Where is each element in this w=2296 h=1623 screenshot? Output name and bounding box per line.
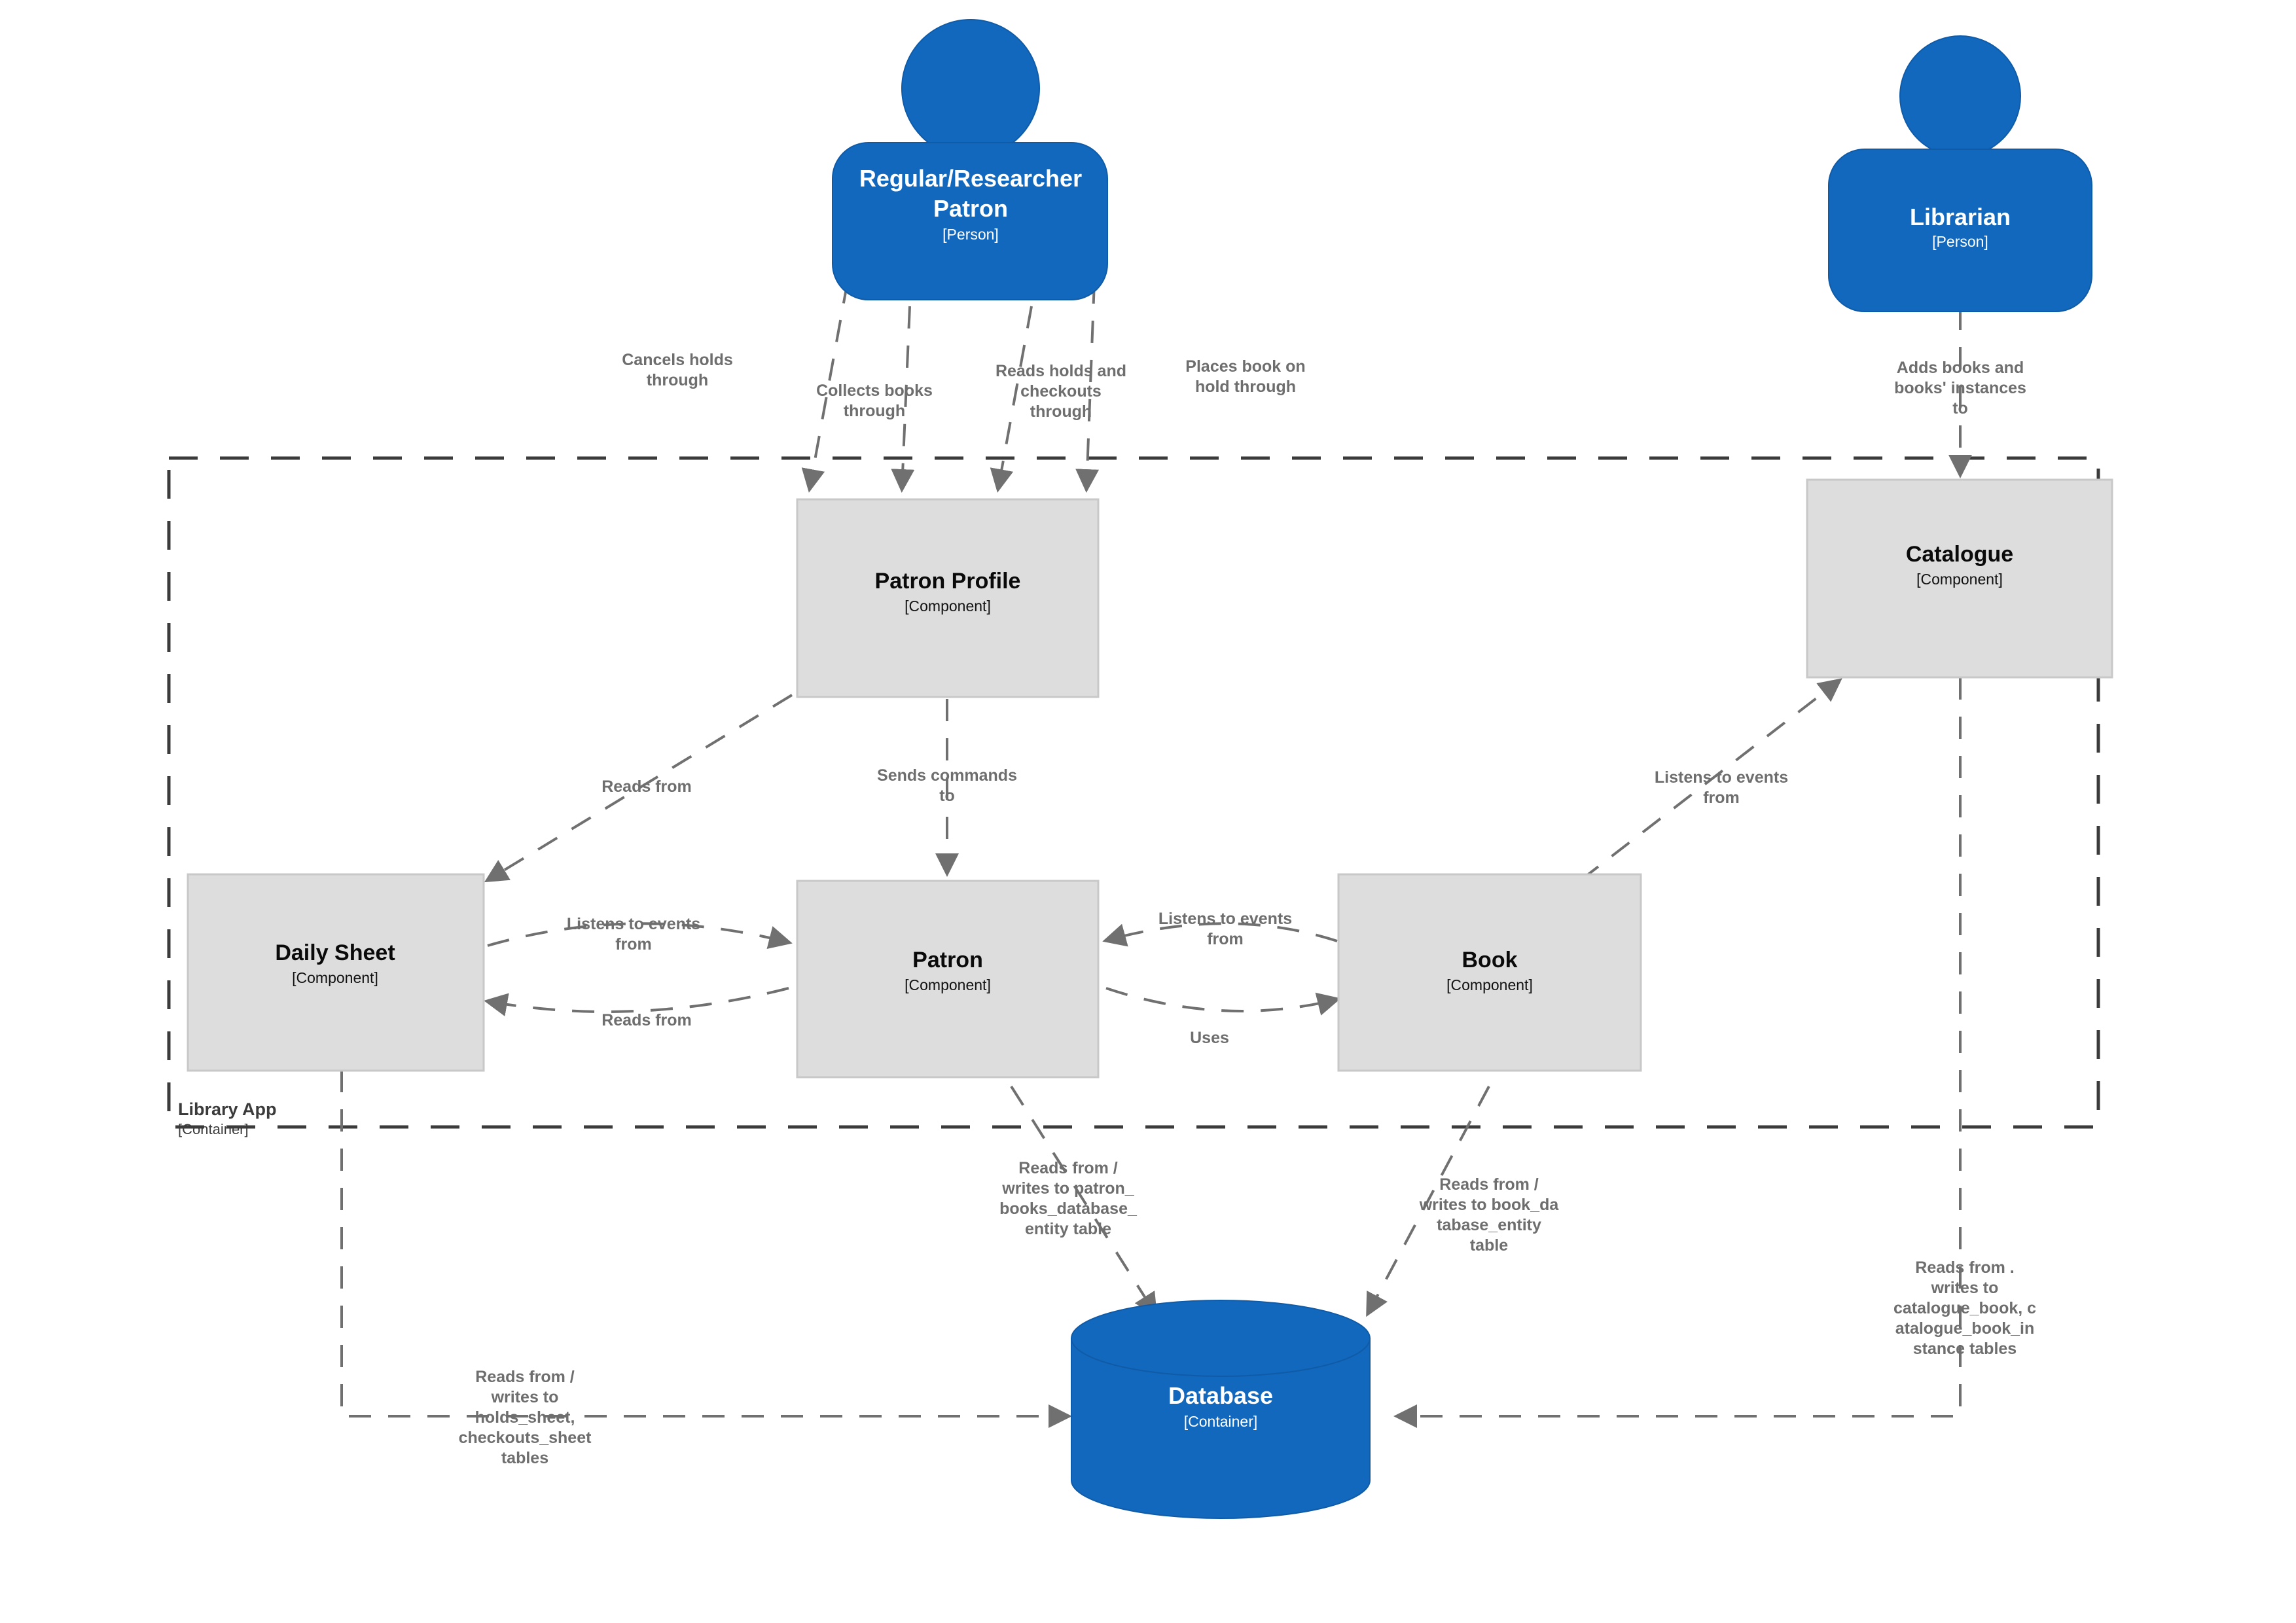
edge-label-line-1: writes to [491,1388,559,1406]
edge-label-line-0: Reads from / [1018,1159,1117,1177]
edge-patron-reads-from-daily-sheet: Reads from [484,987,789,1029]
edge-label-line-3: table [1470,1236,1508,1255]
person-regular-researcher-patron[interactable]: Regular/Researcher Patron [Person] [832,19,1108,300]
edge-label-line-0: Uses [1190,1029,1229,1047]
person-body-icon [1828,149,2092,312]
edge-label-line-2: holds_sheet, [475,1408,575,1427]
person-head-icon [901,19,1040,158]
edge-book-listens-to-events-from-patron: Listens to events from [1102,910,1338,948]
edge-patron-uses-book: Uses [1105,987,1341,1047]
boundary-title: Library App [178,1099,277,1119]
edge-label-line-1: from [615,935,652,954]
edge-label-line-0: Reads holds and [996,362,1126,380]
person-librarian[interactable]: Librarian [Person] [1828,35,2092,312]
person-head-icon [1899,35,2021,157]
edge-reads-holds-and-checkouts-through: Reads holds and checkouts through [990,306,1126,493]
component-patron-profile[interactable]: Patron Profile [Component] [796,498,1100,698]
edge-label-line-1: through [647,371,708,389]
component-title: Patron [912,948,983,972]
edge-patron-reads-writes-patron-books-database-entity: Reads from / writes to patron_ books_dat… [999,1085,1158,1317]
edge-label-line-2: tabase_entity [1437,1216,1541,1234]
edge-label-line-1: from [1207,930,1244,948]
person-title-line-1: Regular/Researcher [859,165,1082,192]
edge-label-line-3: entity table [1025,1220,1111,1238]
edge-collects-books-through: Collects books through [816,306,933,493]
edge-label-line-0: Listens to events [1158,910,1292,928]
person-body-icon [832,142,1108,300]
edge-label-line-0: Reads from . [1915,1258,2014,1277]
component-title: Catalogue [1906,542,2013,567]
component-catalogue[interactable]: Catalogue [Component] [1806,478,2113,679]
person-subtitle: [Person] [1932,233,1988,250]
component-subtitle: [Component] [905,976,991,993]
cylinder-top-icon [1071,1300,1371,1377]
database-title: Database [1168,1382,1273,1409]
edge-cancels-holds-through: Cancels holds through [622,281,849,493]
edge-label-line-2: through [1030,402,1092,421]
edge-label-line-0: Reads from [601,777,692,796]
edge-label-line-0: Adds books and [1897,359,2024,377]
edge-label-line-4: tables [501,1449,548,1467]
edge-label-line-1: writes to book_da [1419,1196,1560,1214]
edge-label-line-2: catalogue_book, c [1893,1299,2036,1317]
edge-label-line-3: checkouts_sheet [459,1429,592,1447]
edge-label-line-1: writes to [1931,1279,1999,1297]
edge-label-line-1: through [844,402,905,420]
edge-profile-reads-from-daily-sheet: Reads from [484,694,793,883]
person-title: Librarian [1910,204,2011,230]
component-daily-sheet[interactable]: Daily Sheet [Component] [187,873,485,1072]
edge-label-line-1: from [1703,789,1740,807]
edge-book-listens-to-events-from-catalogue: Listens to events from [1579,678,1842,882]
cylinder-body-icon [1071,1338,1371,1519]
edge-daily-sheet-reads-writes-holds-checkouts: Reads from / writes to holds_sheet, chec… [340,1070,1072,1467]
component-subtitle: [Component] [905,597,991,615]
edge-label-line-3: atalogue_book_in [1895,1319,2035,1338]
component-subtitle: [Component] [1916,571,2003,588]
edge-label-line-1: writes to patron_ [1001,1179,1135,1198]
edge-label-line-0: Places book on [1185,357,1305,376]
edge-label-line-0: Listens to events [567,915,700,933]
person-title-line-2: Patron [933,195,1008,222]
edge-label-line-0: Reads from / [1439,1175,1538,1194]
component-title: Book [1462,948,1518,972]
component-subtitle: [Component] [292,969,378,986]
edge-label-line-1: hold through [1195,378,1296,396]
component-subtitle: [Component] [1446,976,1533,993]
edge-label-line-0: Listens to events [1655,768,1788,787]
person-subtitle: [Person] [942,226,999,243]
edge-adds-books-and-instances-to: Adds books and books' instances to [1894,308,2026,478]
boundary-subtitle: [Container] [178,1121,249,1137]
container-database[interactable]: Database [Container] [1071,1300,1371,1519]
edge-daily-sheet-listens-to-events-from-patron: Listens to events from [487,915,793,954]
edge-label-line-1: books' instances [1894,379,2026,397]
component-book[interactable]: Book [Component] [1337,873,1642,1072]
edge-label-line-0: Collects books [816,382,933,400]
edge-label-line-0: Reads from / [475,1368,574,1386]
edge-places-book-on-hold-through: Places book on hold through [1075,281,1306,493]
edge-label-line-1: checkouts [1020,382,1102,401]
edge-label-line-0: Cancels holds [622,351,733,369]
database-subtitle: [Container] [1184,1413,1258,1430]
library-app-boundary: Library App [Container] [167,456,2100,1137]
edge-label-line-0: Sends commands [877,766,1017,785]
edge-label-line-2: books_database_ [999,1200,1138,1218]
edge-label-line-4: stance tables [1913,1340,2017,1358]
edge-catalogue-reads-writes-catalogue-tables: Reads from . writes to catalogue_book, c… [1393,677,2036,1428]
edge-sends-commands-to: Sends commands to [877,699,1017,877]
edge-label-line-2: to [1952,399,1968,418]
edge-label-line-1: to [939,787,955,805]
edge-book-reads-writes-book-database-entity: Reads from / writes to book_da tabase_en… [1366,1086,1560,1317]
component-title: Patron Profile [875,569,1021,594]
edge-label-line-0: Reads from [601,1011,692,1029]
component-title: Daily Sheet [275,940,395,965]
component-patron[interactable]: Patron [Component] [796,880,1100,1079]
